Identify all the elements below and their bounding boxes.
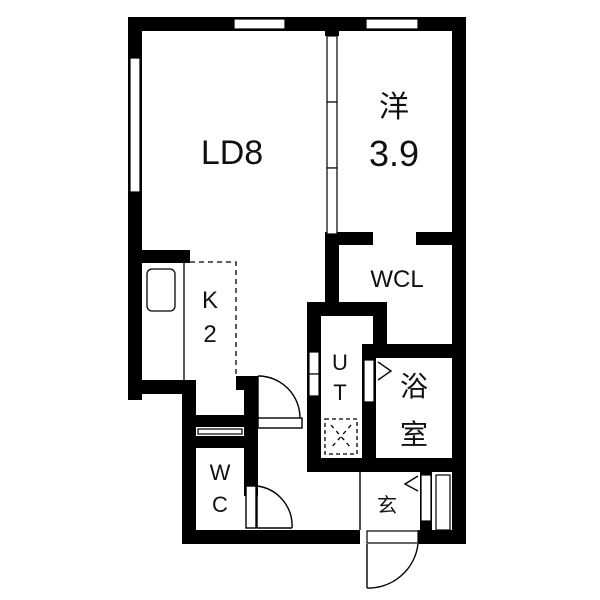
room-label-wcl: WCL — [370, 266, 423, 293]
room-label-bath-2: 室 — [400, 418, 428, 451]
room-label-ut-1: U — [332, 350, 348, 375]
room-label-wc-2: C — [212, 492, 228, 517]
room-label-entrance: 玄 — [377, 493, 397, 517]
room-label-wc-1: W — [210, 460, 231, 485]
room-label-western-2: 3.9 — [369, 133, 419, 174]
doors — [245, 361, 419, 589]
room-label-ut-2: T — [333, 380, 346, 405]
room-label-kitchen-2: 2 — [203, 321, 216, 348]
room-label-bath-1: 浴 — [400, 370, 428, 403]
windows — [129, 18, 451, 544]
room-label-western-1: 洋 — [379, 90, 409, 125]
kitchen-dashed-outline — [190, 261, 237, 378]
room-label-kitchen-1: K — [202, 287, 218, 314]
kitchen-counter — [146, 263, 185, 380]
room-label-ld: LD8 — [201, 134, 263, 172]
washer-pan — [324, 418, 358, 455]
